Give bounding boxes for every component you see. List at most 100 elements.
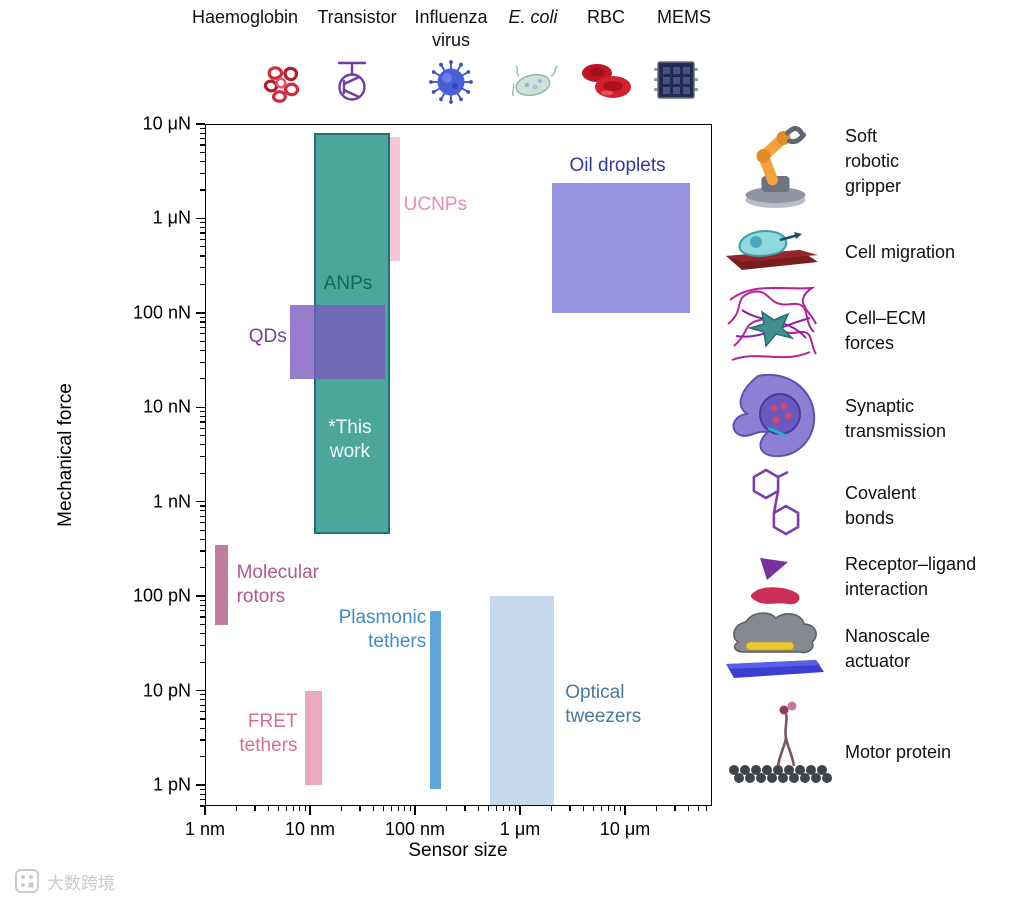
mems-chip-icon [653,58,699,102]
x-axis-title: Sensor size [408,840,508,861]
legend-label-motor-protein: Motor protein [845,742,952,762]
tick-mark [200,522,205,524]
tick-mark [200,793,205,795]
tick-mark [592,806,594,811]
tick-mark [200,378,205,380]
tick-mark [200,246,205,248]
tick-mark [200,456,205,458]
watermark-text: 大数跨境 [47,873,115,893]
tick-mark [200,138,205,140]
tick-mark [236,806,238,811]
tick-mark [200,160,205,163]
x-tick-label: 1 nm [184,819,226,839]
tick-mark [200,411,205,413]
tick-mark [200,267,205,269]
tick-mark [200,623,205,626]
plot-frame [205,124,712,806]
tick-mark [464,806,466,811]
haemoglobin-icon [258,62,304,104]
tick-mark [514,806,516,811]
tick-mark [519,806,521,815]
tick-mark [200,283,205,286]
tick-mark [204,806,206,815]
tick-mark [398,806,400,811]
y-tick-label: 100 nN [132,302,191,323]
tick-mark [200,604,205,606]
tick-mark [200,144,205,146]
tick-mark [304,806,306,811]
motor-protein-icon [726,698,836,790]
y-axis-title: Mechanical force [55,383,76,527]
tick-mark [286,806,288,811]
tick-mark [200,755,205,758]
tick-mark [200,599,205,602]
tick-mark [200,694,205,696]
tick-mark [200,151,205,153]
tick-mark [200,472,205,474]
tick-mark [200,444,205,446]
tick-mark [503,806,505,811]
x-tick-label: 100 nm [384,819,446,839]
series-rect-optical-tweezers [490,596,554,805]
series-label-anps: ANPs [323,273,373,295]
y-tick-label: 1 pN [152,774,191,795]
tick-mark [200,710,205,713]
tick-mark [200,633,205,635]
tick-mark [200,661,205,663]
tick-mark [496,806,498,811]
tick-mark [614,806,616,811]
series-rect-plasmonic-tethers [430,610,441,790]
tick-mark [200,189,205,191]
tick-mark [196,312,205,314]
tick-mark [196,500,205,503]
transistor-icon [331,58,373,104]
tick-mark [697,806,699,811]
y-tick-label: 10 μN [142,113,191,134]
tick-mark [200,415,205,418]
series-rect-fret-tethers [305,690,322,785]
tick-mark [687,806,689,811]
covalent-bonds-icon [738,462,816,546]
x-tick-label: 10 nm [284,819,336,839]
tick-mark [200,421,205,423]
tick-mark [200,316,205,318]
tick-mark [569,806,571,811]
tick-mark [200,567,205,569]
tick-mark [582,806,584,811]
tick-mark [200,799,205,801]
tick-mark [674,806,676,811]
tick-mark [196,123,205,125]
soft-robotic-gripper-icon [732,112,817,210]
tick-mark [200,805,205,807]
tick-mark [200,255,205,257]
tick-mark [200,727,205,729]
y-tick-label: 100 pN [132,585,191,606]
tick-mark [309,806,311,815]
series-label-oil-droplets: Oil droplets [569,154,666,176]
tick-mark [200,644,205,647]
series-rect-molecular-rotors [215,544,228,625]
tick-mark [196,595,205,597]
nanoscale-actuator-icon [724,608,826,684]
tick-mark [267,806,269,811]
cell-migration-icon [722,222,822,276]
tick-mark [200,427,205,429]
tick-mark [200,172,205,174]
tick-mark [277,806,279,811]
tick-mark [200,326,205,329]
tick-mark [409,806,411,811]
tick-mark [200,238,205,240]
tick-mark [200,788,205,790]
tick-mark [656,806,658,811]
